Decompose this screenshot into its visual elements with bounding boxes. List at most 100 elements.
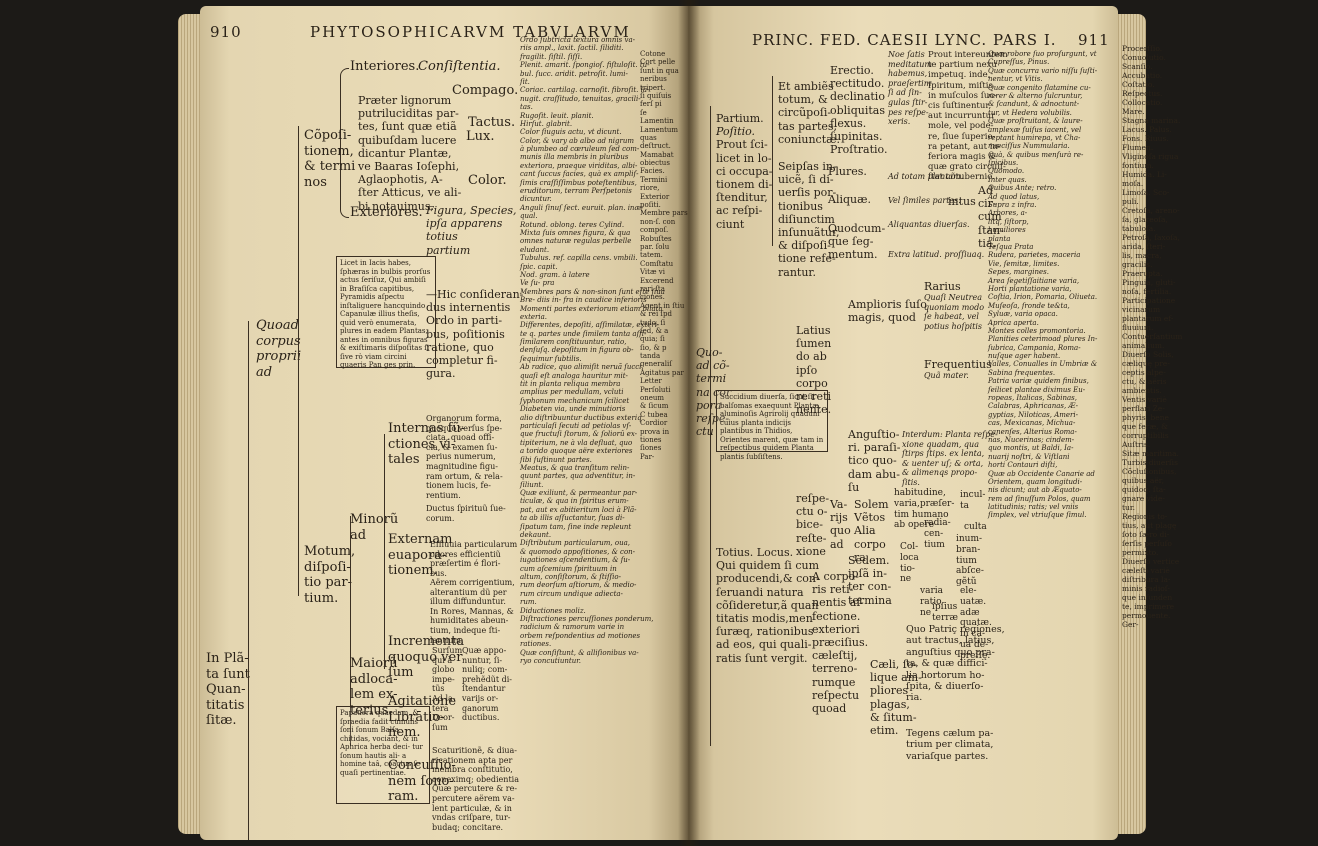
text-line: ſubrica, Campania, Roma- — [988, 343, 1081, 352]
text-line: orbem reſpondentius ad motiones — [520, 631, 641, 640]
text-line: Exterior — [640, 192, 670, 201]
text-line: Quà, & quibus menſurà re- — [988, 150, 1084, 159]
vel-similes-label: Vel ſimiles partes. — [888, 196, 961, 205]
text-line: Anguli ſinuſ ſect. euruit. plan. inæ- — [520, 203, 644, 212]
text-line: munis illa membris in pluribus — [520, 153, 629, 162]
text-line: rum deorſum aſtiorum, & medio- — [520, 581, 637, 590]
text-line: puli. — [1122, 197, 1139, 206]
text-line: denſuſq. depoſitum in figura ob- — [520, 346, 634, 355]
text-line: Bre- diis in- fra in caudice inferioris — [520, 296, 647, 305]
text-line: Perſoluti — [640, 385, 671, 394]
a-corporis-label: A corpo-ris reti-nentis af-fectione.exte… — [812, 570, 869, 715]
text-line: tur. — [1122, 503, 1135, 512]
inculta-label: incul-ta — [960, 490, 986, 511]
concussio-label: Concuſſio-nem ſono-ram. — [388, 758, 456, 805]
text-line: Vie, ſemitæ, limites. — [988, 259, 1060, 268]
text-line: Teſqua Prata — [988, 242, 1034, 251]
text-line: pat, aut ex abitieritum loci à Plã- — [520, 505, 637, 514]
text-line: Planities ceterimoad plures In- — [988, 335, 1098, 344]
text-line: Quibus Ante; retro. — [988, 184, 1057, 193]
text-line: tit in planta reliqua membra — [520, 380, 621, 389]
text-line: Quæ concurra vario niſſu ſuſti- — [988, 66, 1098, 75]
text-line: nis dicunt; aut ab Æquato- — [988, 486, 1082, 495]
text-line: Participatione — [1122, 296, 1176, 305]
text-line: Praerupta. — [1122, 269, 1163, 278]
note-box-2: Papauera quaedam, & ſpraedia fadit cumul… — [336, 706, 430, 804]
text-line: Cort pelle — [640, 58, 676, 67]
text-line: Petroſa, ſaxoſa, — [1122, 233, 1180, 242]
text-line: mæciſſus Nummularia. — [988, 142, 1070, 151]
text-line: qual. — [520, 212, 538, 221]
compago-label: Compago. — [452, 83, 519, 98]
text-line: Ventis variè — [1122, 395, 1167, 404]
running-header: PHYTOSOPHICARVM TABVLARVM — [310, 23, 631, 41]
text-line: te q. partes unde ſimilem tanta aſſi- — [520, 329, 647, 338]
text-line: ryo concutiuntur. — [520, 656, 582, 665]
text-line: Letter — [640, 377, 662, 386]
text-line: à plumbeo ad cœruleum ſed com- — [520, 145, 640, 154]
text-line: Inter quas. — [988, 175, 1027, 184]
text-line: compoſ. — [640, 226, 669, 235]
text-line: Termini — [640, 175, 668, 184]
scaturitio-text: Scaturitionẽ, & diua-ricationem apta per… — [432, 746, 519, 832]
text-line: rum circum undique adiecta- — [520, 589, 623, 598]
text-line: fragilit. ſiſtil. ſiſſi. — [520, 52, 583, 61]
text-line: Quæ congenito flatamine cu- — [988, 83, 1091, 92]
text-line: perflari Ze- — [1122, 404, 1165, 413]
partium-label: Partium.Poſitio.Prout ſci-licet in lo-ci… — [716, 112, 773, 231]
text-line: oneum — [640, 394, 665, 403]
text-line: Cretoſa, areno- — [1122, 206, 1180, 215]
text-line: Cõcluſionibus, — [1122, 467, 1177, 476]
text-line: latitudinis; ratis; vel vniis — [988, 503, 1079, 512]
margin-column: Procerſſio.Conuolutio.Scanſio.Accubatio.… — [1122, 44, 1182, 629]
text-line: Comſtatu — [640, 259, 674, 268]
text-line: Mamabat — [640, 150, 674, 159]
note-box-1: Licet in Iacis habes, ſphæras in bulbis … — [336, 256, 436, 369]
text-line: nentur, vt Vitis. — [988, 75, 1043, 84]
culta-label: culta — [964, 522, 987, 532]
text-line: nas, Nucerinas; cindem- — [988, 435, 1075, 444]
text-line: Color ſiuguis actu, vt dicunt. — [520, 128, 622, 137]
text-line: Tubulus. ref. capilla cens. vmbili. — [520, 254, 638, 263]
text-line: ſi quiſuis — [640, 91, 672, 100]
text-line: canenſes, Alterius Roma- — [988, 427, 1077, 436]
text-line: Rudera, parietes, maceria — [988, 251, 1081, 260]
text-line: animalium. — [1122, 341, 1165, 350]
text-line: Coſtatio. — [1122, 80, 1155, 89]
text-line: cas, Mexicanas, Michua- — [988, 419, 1076, 428]
text-line: tas. — [520, 103, 533, 112]
brace-line — [384, 434, 385, 669]
text-line: cant ſuccus facies, quà ex ampliſ- — [520, 170, 639, 179]
text-line: Conuolutio. — [1122, 53, 1166, 62]
text-line: Mixta ſuis omnes figura, & qua — [520, 228, 631, 237]
text-line: Coriac. cartilag. carnoſit. fibroſit. la… — [520, 86, 650, 95]
text-line: riis ampl., laxit. ſactil. ſiliditi. — [520, 44, 624, 53]
running-header: PRINC. FED. CAESII LYNC. PARS I. — [752, 31, 1057, 49]
text-line: Coſtia, Irion, Pomaria, Oliueta. — [988, 293, 1098, 302]
text-line: Facies. — [640, 167, 665, 176]
text-line: obiectus — [640, 159, 670, 168]
text-line: neribus — [640, 75, 667, 84]
text-line: Quæ robore ſuo proſurgunt, vt — [988, 50, 1097, 58]
interna-label: Internas fũ-ctiones vi-tales — [388, 421, 466, 468]
text-line: ſit. — [520, 77, 530, 86]
page-number: 910 — [210, 23, 242, 41]
text-line: tatem. — [640, 251, 663, 260]
text-line: Quæ proſtruitant, & laure- — [988, 117, 1083, 126]
text-line: Ordo ſubtricta textura omnis va- — [520, 36, 635, 44]
right-page: PRINC. FED. CAESII LYNC. PARS I. 911 Quo… — [688, 6, 1118, 840]
text-line: cæleſti variè — [1122, 566, 1170, 575]
tactus-label: Tactus. — [468, 115, 516, 130]
ad-totam-label: Ad totam plantam. — [888, 172, 964, 181]
